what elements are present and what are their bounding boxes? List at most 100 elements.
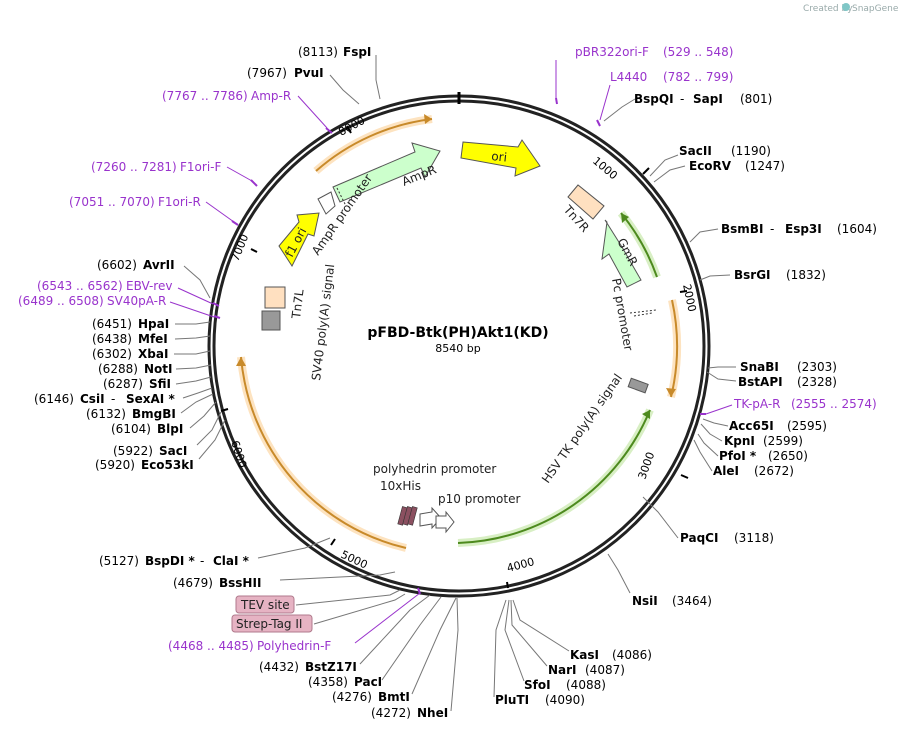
alei-pos: (2672) bbox=[754, 464, 794, 478]
tick-7000: 7000 bbox=[229, 232, 252, 263]
csii-name[interactable]: CsiI bbox=[80, 392, 105, 406]
esp3i-name[interactable]: Esp3I bbox=[785, 222, 822, 236]
eco53ki-pos: (5920) bbox=[95, 458, 135, 472]
alei-name[interactable]: AleI bbox=[713, 464, 739, 478]
pfoi-pos: (2650) bbox=[768, 449, 808, 463]
polyhedrin-f-range: (4468 .. 4485) bbox=[168, 639, 254, 653]
amp-r-name[interactable]: Amp-R bbox=[251, 89, 291, 103]
sacii-name[interactable]: SacII bbox=[679, 144, 712, 158]
snabi-name[interactable]: SnaBI bbox=[740, 360, 779, 374]
tev-site-label: TEV site bbox=[240, 598, 290, 612]
bmgbi-name[interactable]: BmgBI bbox=[132, 407, 176, 421]
saci-name[interactable]: SacI bbox=[159, 444, 187, 458]
strep-tag-box[interactable] bbox=[231, 614, 313, 633]
orf-arcs bbox=[236, 114, 682, 552]
paci-name[interactable]: PacI bbox=[354, 675, 382, 689]
pbr322ori-f-range: (529 .. 548) bbox=[663, 45, 733, 59]
credit-prefix: Created by bbox=[803, 4, 853, 14]
clai-name[interactable]: ClaI * bbox=[213, 554, 250, 568]
fspi-pos: (8113) bbox=[298, 45, 338, 59]
mfei-name[interactable]: MfeI bbox=[138, 332, 168, 346]
acc65i-name[interactable]: Acc65I bbox=[729, 419, 774, 433]
ecorv-pos: (1247) bbox=[745, 159, 785, 173]
ebv-rev-name[interactable]: EBV-rev bbox=[126, 279, 172, 293]
sfii-pos: (6287) bbox=[103, 377, 143, 391]
pc-promoter-label: Pc promoter bbox=[609, 277, 636, 352]
sfii-name[interactable]: SfiI bbox=[149, 377, 171, 391]
kasi-pos: (4086) bbox=[612, 648, 652, 662]
f1ori-r-name[interactable]: F1ori-R bbox=[158, 195, 201, 209]
ampr-feature[interactable] bbox=[332, 142, 441, 203]
ampr-promoter-feature[interactable] bbox=[317, 191, 336, 215]
polyhedrin-f-name[interactable]: Polyhedrin-F bbox=[257, 639, 331, 653]
nsii-name[interactable]: NsiI bbox=[632, 594, 658, 608]
bspdi-name[interactable]: BspDI * bbox=[145, 554, 195, 568]
snapgene-logo-icon bbox=[842, 3, 850, 11]
bsrgi-pos: (1832) bbox=[786, 268, 826, 282]
pfoi-name[interactable]: PfoI * bbox=[719, 449, 757, 463]
polyhedrin-promoter-label: polyhedrin promoter bbox=[373, 462, 496, 476]
sexai-name[interactable]: SexAI * bbox=[126, 392, 175, 406]
fspi-name[interactable]: FspI bbox=[343, 45, 371, 59]
csii-pos: (6146) bbox=[34, 392, 74, 406]
tn7l-feature[interactable] bbox=[264, 286, 286, 309]
avrii-name[interactable]: AvrII bbox=[143, 258, 175, 272]
pbr322ori-f-name[interactable]: pBR322ori-F bbox=[575, 45, 649, 59]
hpai-name[interactable]: HpaI bbox=[138, 317, 169, 331]
tev-site-box[interactable] bbox=[235, 595, 295, 614]
sfoi-pos: (4088) bbox=[566, 678, 606, 692]
f1-ori-feature[interactable] bbox=[278, 212, 320, 268]
kpni-name[interactable]: KpnI bbox=[724, 434, 755, 448]
p10-promoter-feature[interactable] bbox=[435, 510, 455, 534]
sv40-polya-feature[interactable] bbox=[261, 310, 281, 331]
sapi-name[interactable]: SapI bbox=[693, 92, 723, 106]
noti-pos: (6288) bbox=[98, 362, 138, 376]
l4440-name[interactable]: L4440 bbox=[610, 70, 647, 84]
p10-promoter-label: p10 promoter bbox=[438, 492, 520, 506]
blpi-name[interactable]: BlpI bbox=[157, 422, 183, 436]
gmr-feature[interactable] bbox=[601, 219, 642, 288]
ori-label: ori bbox=[491, 149, 508, 165]
his10-label: 10xHis bbox=[380, 479, 421, 493]
hpai-pos: (6451) bbox=[92, 317, 132, 331]
hsv-tk-polya-feature[interactable] bbox=[627, 377, 649, 394]
paqci-name[interactable]: PaqCI bbox=[680, 531, 718, 545]
nhei-pos: (4272) bbox=[371, 706, 411, 720]
bmti-name[interactable]: BmtI bbox=[378, 690, 410, 704]
nhei-name[interactable]: NheI bbox=[417, 706, 448, 720]
sv40pa-r-name[interactable]: SV40pA-R bbox=[107, 294, 166, 308]
tick-2000: 2000 bbox=[680, 283, 699, 313]
noti-name[interactable]: NotI bbox=[144, 362, 173, 376]
kpni-pos: (2599) bbox=[763, 434, 803, 448]
ecorv-name[interactable]: EcoRV bbox=[689, 159, 732, 173]
xbai-name[interactable]: XbaI bbox=[138, 347, 168, 361]
bsshii-name[interactable]: BssHII bbox=[219, 576, 261, 590]
acc65i-pos: (2595) bbox=[787, 419, 827, 433]
mfei-pos: (6438) bbox=[92, 332, 132, 346]
nari-name[interactable]: NarI bbox=[548, 663, 577, 677]
tk-pa-r-name[interactable]: TK-pA-R bbox=[733, 397, 781, 411]
sv40-polya-label: SV40 poly(A) signal bbox=[309, 263, 337, 381]
bstz17i-name[interactable]: BstZ17I bbox=[305, 660, 357, 674]
blpi-pos: (6104) bbox=[111, 422, 151, 436]
tn7r-feature[interactable] bbox=[567, 184, 605, 220]
bspqi-sep: - bbox=[680, 92, 684, 106]
bspqi-pos: (801) bbox=[740, 92, 772, 106]
f1ori-f-name[interactable]: F1ori-F bbox=[180, 160, 221, 174]
nsii-pos: (3464) bbox=[672, 594, 712, 608]
his10-feature[interactable] bbox=[397, 506, 418, 526]
bsrgi-name[interactable]: BsrGI bbox=[734, 268, 771, 282]
pvui-name[interactable]: PvuI bbox=[294, 66, 324, 80]
bsmbi-name[interactable]: BsmBI bbox=[721, 222, 763, 236]
eco53ki-name[interactable]: Eco53kI bbox=[141, 458, 194, 472]
bsmbi-pos: (1604) bbox=[837, 222, 877, 236]
bsshii-pos: (4679) bbox=[173, 576, 213, 590]
ori-feature[interactable] bbox=[460, 139, 541, 177]
kasi-name[interactable]: KasI bbox=[570, 648, 599, 662]
pc-promoter-feature[interactable] bbox=[629, 309, 657, 317]
bstapi-name[interactable]: BstAPI bbox=[738, 375, 783, 389]
sfoi-name[interactable]: SfoI bbox=[524, 678, 551, 692]
avrii-pos: (6602) bbox=[97, 258, 137, 272]
bspqi-name[interactable]: BspQI bbox=[634, 92, 674, 106]
pluti-name[interactable]: PluTI bbox=[495, 693, 529, 707]
